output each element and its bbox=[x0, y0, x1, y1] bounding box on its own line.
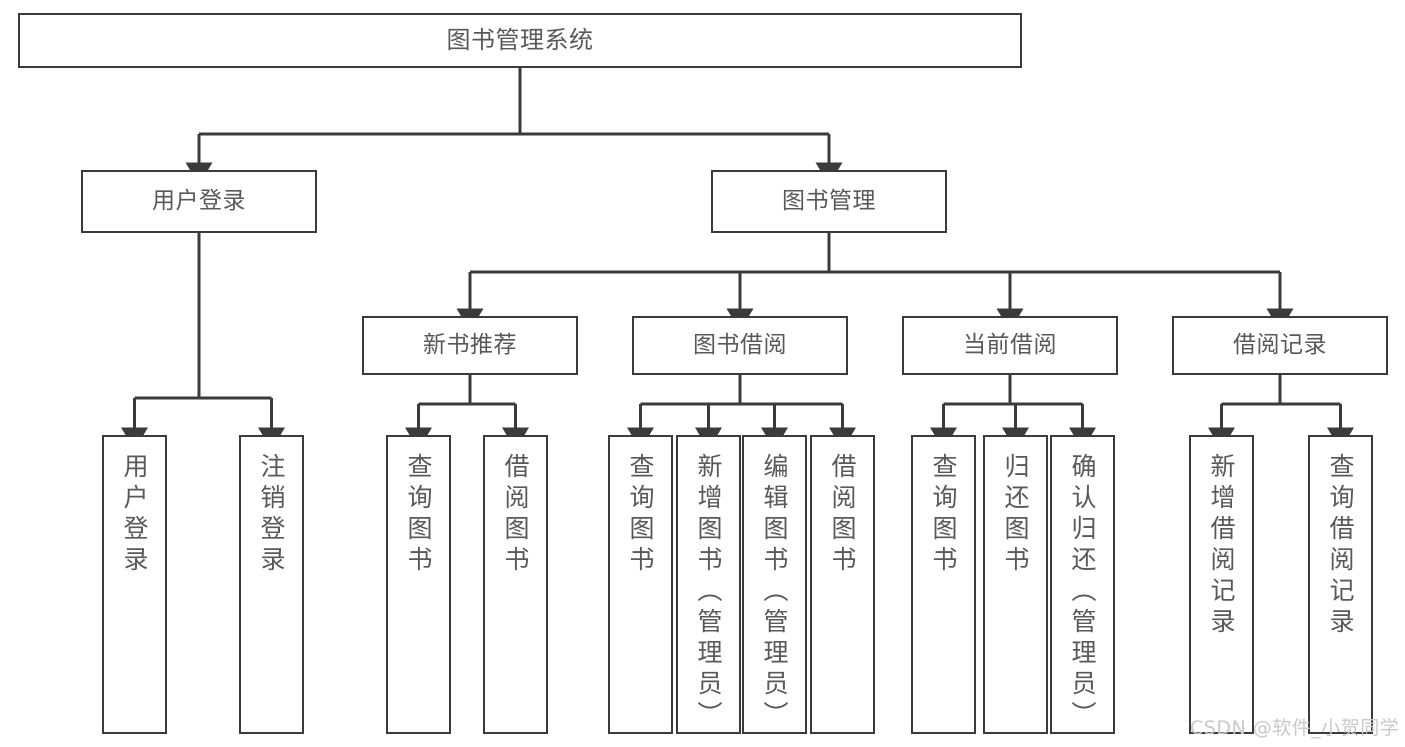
node-newbook[interactable]: 新书推荐 bbox=[362, 316, 578, 375]
node-label: 查询图书 bbox=[404, 453, 433, 577]
node-label: 借阅记录 bbox=[1233, 332, 1327, 359]
node-label: 查询图书 bbox=[929, 453, 958, 577]
node-borrow[interactable]: 图书借阅 bbox=[632, 316, 848, 375]
node-l_bb_edit[interactable]: 编辑图书（管理员） bbox=[742, 435, 807, 734]
node-l_bb_add[interactable]: 新增图书（管理员） bbox=[676, 435, 741, 734]
node-l_cb_confirm[interactable]: 确认归还（管理员） bbox=[1050, 435, 1115, 734]
node-label: 新增借阅记录 bbox=[1207, 453, 1236, 639]
node-l_bb_query[interactable]: 查询图书 bbox=[608, 435, 673, 734]
csdn-watermark: CSDN @软件_小贺同学 bbox=[1190, 717, 1400, 739]
node-label: 新增图书（管理员） bbox=[694, 453, 723, 732]
node-bookmgmt[interactable]: 图书管理 bbox=[711, 170, 947, 233]
node-label: 注销登录 bbox=[257, 453, 286, 577]
node-l_rc_query[interactable]: 查询借阅记录 bbox=[1308, 435, 1373, 734]
node-l_rc_add[interactable]: 新增借阅记录 bbox=[1189, 435, 1254, 734]
node-label: 查询借阅记录 bbox=[1326, 453, 1355, 639]
node-label: 用户登录 bbox=[120, 453, 149, 577]
node-label: 新书推荐 bbox=[423, 332, 517, 359]
node-root[interactable]: 图书管理系统 bbox=[18, 13, 1022, 68]
node-label: 归还图书 bbox=[1001, 453, 1030, 577]
node-l_userlogin[interactable]: 用户登录 bbox=[102, 435, 167, 734]
node-label: 编辑图书（管理员） bbox=[760, 453, 789, 732]
node-l_nb_query[interactable]: 查询图书 bbox=[386, 435, 451, 734]
node-label: 图书管理系统 bbox=[446, 25, 594, 54]
node-label: 图书借阅 bbox=[693, 332, 787, 359]
node-l_cb_return[interactable]: 归还图书 bbox=[983, 435, 1048, 734]
node-records[interactable]: 借阅记录 bbox=[1172, 316, 1388, 375]
node-l_cb_query[interactable]: 查询图书 bbox=[911, 435, 976, 734]
node-label: 借阅图书 bbox=[501, 453, 530, 577]
node-label: 查询图书 bbox=[626, 453, 655, 577]
node-label: 确认归还（管理员） bbox=[1068, 453, 1097, 732]
node-l_nb_borrow[interactable]: 借阅图书 bbox=[483, 435, 548, 734]
node-label: 图书管理 bbox=[782, 188, 876, 215]
node-label: 当前借阅 bbox=[963, 332, 1057, 359]
edge-paths bbox=[121, 68, 1354, 450]
node-l_logout[interactable]: 注销登录 bbox=[239, 435, 304, 734]
node-login[interactable]: 用户登录 bbox=[81, 170, 317, 233]
node-l_bb_borrow[interactable]: 借阅图书 bbox=[810, 435, 875, 734]
node-label: 借阅图书 bbox=[828, 453, 857, 577]
node-current[interactable]: 当前借阅 bbox=[902, 316, 1118, 375]
node-label: 用户登录 bbox=[152, 188, 246, 215]
